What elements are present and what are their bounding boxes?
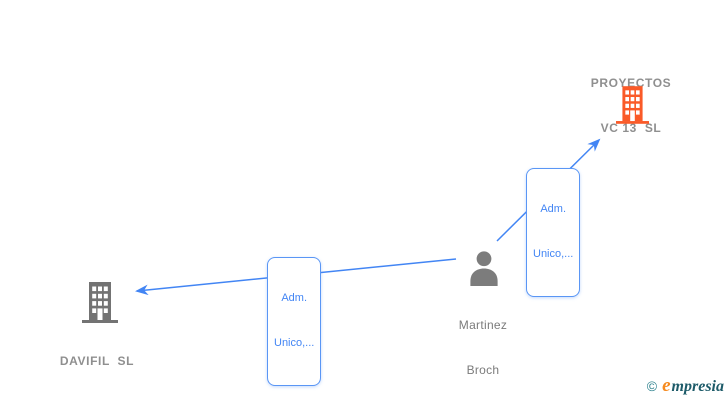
building-icon-proyectos[interactable]: [616, 86, 649, 129]
company-name-line2: VC 13 SL: [600, 121, 662, 135]
edge-label-adm-unico-davifil[interactable]: Adm. Unico,...: [267, 257, 322, 386]
empresia-logo-e: e: [662, 375, 671, 396]
company-name-proyectos-vc-13-sl[interactable]: PROYECTOS VC 13 SL: [566, 46, 696, 166]
person-name-line1: Martinez: [458, 318, 508, 332]
copyright-icon: ©: [646, 378, 658, 394]
edge-label-adm-unico-proyectos[interactable]: Adm. Unico,...: [526, 168, 581, 297]
person-name-line2: Broch: [466, 363, 500, 377]
company-name-line1: PROYECTOS: [590, 76, 672, 90]
company-name-davifil-sl[interactable]: DAVIFIL SL: [59, 354, 135, 368]
person-name-martinez-broch-oscar[interactable]: Martinez Broch Oscar: [443, 288, 523, 400]
empresia-logo-text: mpresia: [671, 378, 724, 395]
person-icon-martinez[interactable]: [468, 251, 500, 291]
empresia-watermark: © e mpresia: [647, 375, 724, 397]
building-icon-davifil[interactable]: [82, 282, 118, 328]
